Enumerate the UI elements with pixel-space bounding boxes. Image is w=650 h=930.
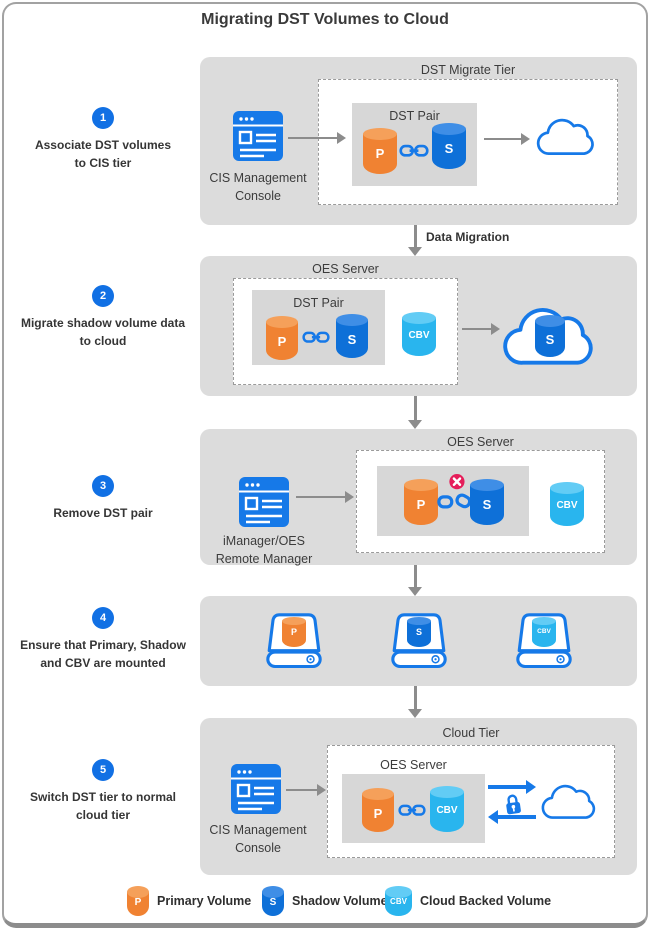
- primary-volume-cylinder: P: [282, 617, 306, 647]
- legend-primary-label: Primary Volume: [157, 894, 252, 908]
- unlinked-pair-box: P S: [377, 466, 529, 536]
- dst-migrate-tier-label: DST Migrate Tier: [420, 63, 516, 77]
- step-4-badge: 4: [92, 607, 114, 629]
- arrow-console-to-tier: [288, 132, 346, 144]
- panel-remove-pair: OES Server iManager/OES Remote Manager P: [200, 429, 637, 566]
- step-5-badge: 5: [92, 759, 114, 781]
- step-3-label: Remove DST pair: [53, 506, 153, 520]
- legend-cbv: CBV Cloud Backed Volume: [385, 886, 551, 916]
- step-5: 5 Switch DST tier to normal cloud tier: [8, 759, 198, 824]
- step-4-label: Ensure that Primary, Shadow and CBV are …: [20, 638, 186, 670]
- arrow-cbv-to-cloud: [462, 323, 500, 335]
- oes-server-label-5: OES Server: [380, 758, 447, 772]
- step-1-badge: 1: [92, 107, 114, 129]
- legend-shadow: S Shadow Volume: [262, 886, 388, 916]
- primary-volume-cylinder: P: [404, 479, 438, 525]
- legend-cbv-label: Cloud Backed Volume: [420, 894, 552, 908]
- arrow-console-to-server: [296, 491, 354, 503]
- cloud-tier-label: Cloud Tier: [442, 726, 500, 740]
- cis-console-label: CIS Management Console: [209, 171, 307, 203]
- dst-pair-box: DST Pair P S: [352, 103, 477, 186]
- management-console-icon: [230, 762, 282, 816]
- step-1-label: Associate DST volumes to CIS tier: [34, 138, 172, 170]
- step-2-badge: 2: [92, 285, 114, 307]
- management-console-icon: [238, 475, 290, 529]
- arrow-down-4: [407, 686, 423, 718]
- oes-server-label-3: OES Server: [447, 435, 514, 449]
- panel-migrate-shadow: OES Server DST Pair P S CBV S: [200, 256, 637, 396]
- dst-pair-label-2: DST Pair: [293, 296, 344, 310]
- shadow-volume-cylinder: S: [432, 123, 466, 169]
- cbv-volume-swatch: CBV: [385, 886, 412, 916]
- arrow-upload-to-cloud: [488, 780, 536, 794]
- chain-link-icon: [399, 142, 429, 159]
- lock-icon: [502, 791, 523, 817]
- oes-server-label-2: OES Server: [312, 262, 379, 276]
- legend-shadow-label: Shadow Volume: [292, 894, 388, 908]
- chain-link-icon: [398, 802, 426, 818]
- step-5-label: Switch DST tier to normal cloud tier: [29, 790, 176, 822]
- arrow-download-from-cloud: [488, 810, 536, 824]
- panel-cloud-tier: Cloud Tier CIS Management Console OES Se…: [200, 718, 637, 875]
- dst-pair-label: DST Pair: [389, 109, 440, 123]
- cloud-with-shadow-icon: S: [497, 293, 601, 377]
- step-2: 2 Migrate shadow volume data to cloud: [8, 285, 198, 350]
- cis-console-label: CIS Management Console: [209, 823, 307, 855]
- cbv-volume-cylinder: CBV: [430, 786, 464, 832]
- arrow-down-1: [407, 225, 423, 256]
- cbv-volume-cylinder: CBV: [550, 482, 584, 526]
- primary-volume-cylinder: P: [363, 128, 397, 174]
- chain-link-icon: [302, 329, 330, 345]
- cbv-volume-cylinder: CBV: [532, 617, 556, 647]
- arrow-console-to-tier: [286, 784, 326, 796]
- data-migration-label: Data Migration: [426, 230, 510, 244]
- arrow-down-3: [407, 565, 423, 596]
- shadow-volume-cylinder: S: [470, 479, 504, 525]
- imanager-label: iManager/OES Remote Manager: [215, 534, 313, 566]
- management-console-icon: [232, 109, 284, 163]
- panel-associate-dst: DST Migrate Tier CIS Management Console …: [200, 57, 637, 225]
- step-1: 1 Associate DST volumes to CIS tier: [8, 107, 198, 172]
- primary-volume-cylinder: P: [362, 788, 394, 832]
- shadow-volume-in-cloud: S: [535, 315, 565, 357]
- arrow-down-2: [407, 396, 423, 429]
- shadow-volume-swatch: S: [262, 886, 284, 916]
- primary-volume-cylinder: P: [266, 316, 298, 360]
- cloud-icon: [533, 113, 599, 159]
- step-3-badge: 3: [92, 475, 114, 497]
- panel-mounted-volumes: P S CBV: [200, 596, 637, 686]
- step-4: 4 Ensure that Primary, Shadow and CBV ar…: [8, 607, 198, 672]
- arrow-pair-to-cloud: [484, 133, 530, 145]
- shadow-volume-cylinder: S: [336, 314, 368, 358]
- step-2-label: Migrate shadow volume data to cloud: [20, 316, 186, 348]
- primary-volume-swatch: P: [127, 886, 149, 916]
- mounted-drive-cbv-icon: CBV: [513, 609, 575, 673]
- mounted-drive-shadow-icon: S: [388, 609, 450, 673]
- cbv-volume-cylinder: CBV: [402, 312, 436, 356]
- mounted-drive-primary-icon: P: [263, 609, 325, 673]
- cloud-icon: [538, 778, 600, 824]
- dst-pair-box-2: DST Pair P S: [252, 290, 385, 365]
- broken-chain-icon: [437, 472, 475, 516]
- shadow-volume-cylinder: S: [407, 617, 431, 647]
- step-3: 3 Remove DST pair: [8, 475, 198, 522]
- cloud-pair-box: P CBV: [342, 774, 485, 843]
- page-title: Migrating DST Volumes to Cloud: [201, 11, 449, 28]
- legend-primary: P Primary Volume: [127, 886, 251, 916]
